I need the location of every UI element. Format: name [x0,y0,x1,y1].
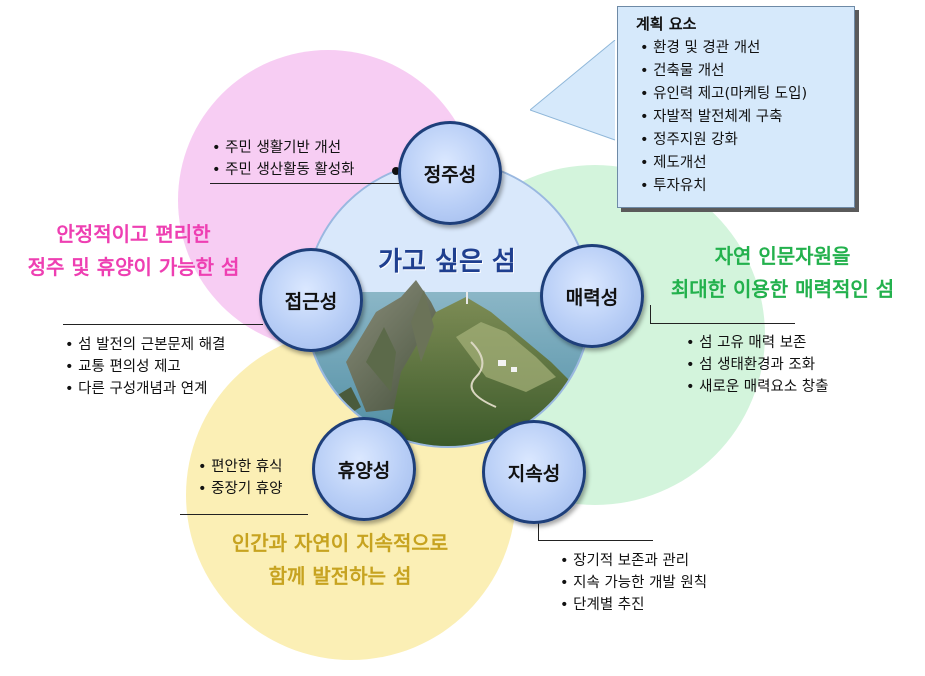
green-tagline: 자연 인문자원을 최대한 이용한 매력적인 섬 [645,240,920,306]
rule-jeopgeun [63,324,263,325]
yellow-tagline-line2: 함께 발전하는 섬 [268,564,412,588]
rule-jisok [538,540,653,541]
node-maeryeok: 매력성 [540,244,644,348]
list-item: 주민 생산활동 활성화 [212,159,354,181]
list-item: 지속 가능한 개발 원칙 [560,572,707,594]
green-tagline-line1: 자연 인문자원을 [714,244,851,268]
green-tagline-line2: 최대한 이용한 매력적인 섬 [670,277,895,301]
pink-tagline-line1: 안정적이고 편리한 [56,222,211,246]
list-item: 다른 구성개념과 연계 [65,378,225,400]
plan-item: 자발적 발전체계 구축 [640,106,807,129]
list-item: 섬 발전의 근본문제 해결 [65,334,225,356]
list-item: 섬 생태환경과 조화 [686,354,828,376]
list-item: 중장기 휴양 [198,478,282,500]
rule-maeryeok [650,323,795,324]
plan-item: 건축물 개선 [640,60,807,83]
pink-tagline-line2: 정주 및 휴양이 가능한 섬 [27,255,240,279]
list-item: 교통 편의성 제고 [65,356,225,378]
yellow-tagline-line1: 인간과 자연이 지속적으로 [231,531,449,555]
plan-elements-box: 계획 요소 환경 및 경관 개선 건축물 개선 유인력 제고(마케팅 도입) 자… [617,6,855,208]
plan-item: 제도개선 [640,152,807,175]
plan-title: 계획 요소 [636,15,697,33]
callout-pointer [530,40,616,141]
list-item: 주민 생활기반 개선 [212,137,354,159]
rule-hyuyang [180,514,308,515]
list-item: 장기적 보존과 관리 [560,550,707,572]
node-jisok: 지속성 [482,420,586,524]
list-item: 섬 고유 매력 보존 [686,332,828,354]
plan-item: 정주지원 강화 [640,129,807,152]
rule-maeryeok-tick [650,305,651,323]
plan-list: 환경 및 경관 개선 건축물 개선 유인력 제고(마케팅 도입) 자발적 발전체… [640,37,807,198]
plan-item: 유인력 제고(마케팅 도입) [640,83,807,106]
rule-jisok-tick [538,510,539,540]
list-item: 새로운 매력요소 창출 [686,376,828,398]
jisok-list: 장기적 보존과 관리 지속 가능한 개발 원칙 단계별 추진 [560,550,707,616]
jeopgeun-list: 섬 발전의 근본문제 해결 교통 편의성 제고 다른 구성개념과 연계 [65,334,225,400]
node-hyuyang: 휴양성 [312,417,416,521]
pink-tagline: 안정적이고 편리한 정주 및 휴양이 가능한 섬 [6,218,261,284]
jeongju-list: 주민 생활기반 개선 주민 생산활동 활성화 [212,137,354,181]
maeryeok-list: 섬 고유 매력 보존 섬 생태환경과 조화 새로운 매력요소 창출 [686,332,828,398]
hyuyang-list: 편안한 휴식 중장기 휴양 [198,456,282,500]
rule-jeongju-dot [392,167,400,175]
center-title: 가고 싶은 섬 [378,247,516,277]
plan-item: 투자유치 [640,175,807,198]
rule-jeongju [210,183,400,184]
node-jeongju: 정주성 [398,121,502,225]
node-jeopgeun: 접근성 [259,248,363,352]
plan-item: 환경 및 경관 개선 [640,37,807,60]
list-item: 편안한 휴식 [198,456,282,478]
yellow-tagline: 인간과 자연이 지속적으로 함께 발전하는 섬 [205,527,475,593]
list-item: 단계별 추진 [560,594,707,616]
